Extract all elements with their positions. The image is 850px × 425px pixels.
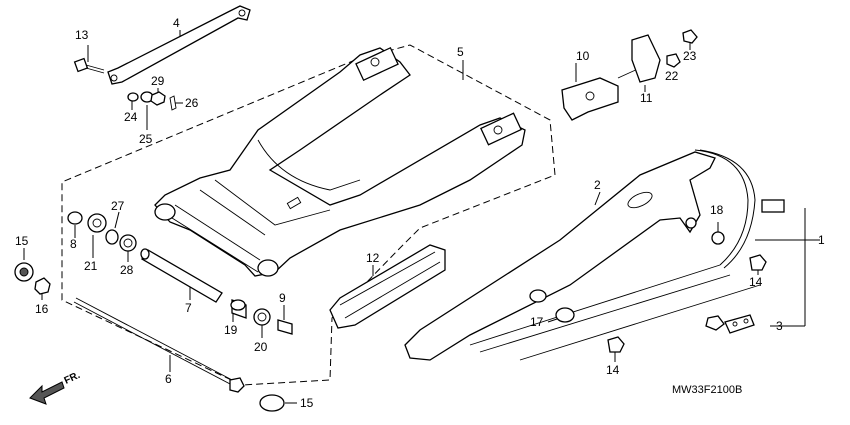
callout-6: 6 xyxy=(165,372,172,386)
torque-link-part xyxy=(107,5,251,85)
chain-slider-part xyxy=(329,244,446,329)
small-fasteners-group xyxy=(127,91,177,111)
callout-29: 29 xyxy=(151,74,165,88)
callout-23: 23 xyxy=(683,49,697,63)
callout-15-left: 15 xyxy=(15,234,29,248)
callout-1: 1 xyxy=(818,233,825,247)
chain-label-plate xyxy=(761,199,785,213)
callout-14-chain: 14 xyxy=(749,275,763,289)
master-link-part xyxy=(705,314,755,334)
pivot-bolt-part xyxy=(73,297,245,393)
callout-11: 11 xyxy=(640,91,653,105)
grommets-group xyxy=(555,231,767,353)
callout-25: 25 xyxy=(139,132,153,146)
callout-22: 22 xyxy=(665,69,679,83)
pivot-collar-part xyxy=(140,248,223,303)
callout-28: 28 xyxy=(120,263,134,277)
callout-labels: 1 2 3 4 5 6 7 8 9 10 11 12 13 14 14 15 1… xyxy=(15,16,825,410)
callout-9: 9 xyxy=(279,291,286,305)
callout-10: 10 xyxy=(576,49,590,63)
adjuster-block-group xyxy=(561,29,698,121)
front-direction-label: FR. xyxy=(63,370,82,387)
swingarm-part xyxy=(154,46,526,277)
drive-chain-part xyxy=(469,149,761,361)
callout-26: 26 xyxy=(185,96,199,110)
callout-4: 4 xyxy=(173,16,180,30)
callout-27: 27 xyxy=(111,199,125,213)
callout-20: 20 xyxy=(254,340,268,354)
callout-2: 2 xyxy=(594,178,601,192)
chain-case-part xyxy=(404,151,716,361)
callout-19: 19 xyxy=(224,323,238,337)
front-direction-arrow: FR. xyxy=(29,370,82,405)
callout-7: 7 xyxy=(185,301,192,315)
callout-17: 17 xyxy=(530,315,544,329)
right-bushings-group xyxy=(230,299,293,335)
callout-15-right: 15 xyxy=(300,396,314,410)
diagram-code: MW33F2100B xyxy=(672,384,742,396)
callout-12: 12 xyxy=(366,251,380,265)
callout-3: 3 xyxy=(776,319,783,333)
callout-14-case: 14 xyxy=(606,363,620,377)
swingarm-group-boundary xyxy=(61,44,556,386)
bolt-13-part xyxy=(73,57,105,74)
callout-18: 18 xyxy=(710,203,724,217)
pivot-bushings-group xyxy=(67,211,137,252)
callout-21: 21 xyxy=(84,259,98,273)
callout-5: 5 xyxy=(457,45,464,59)
callout-16: 16 xyxy=(35,302,49,316)
callout-24: 24 xyxy=(124,110,138,124)
callout-8: 8 xyxy=(70,237,77,251)
callout-13: 13 xyxy=(75,28,89,42)
caps-group xyxy=(14,262,285,412)
